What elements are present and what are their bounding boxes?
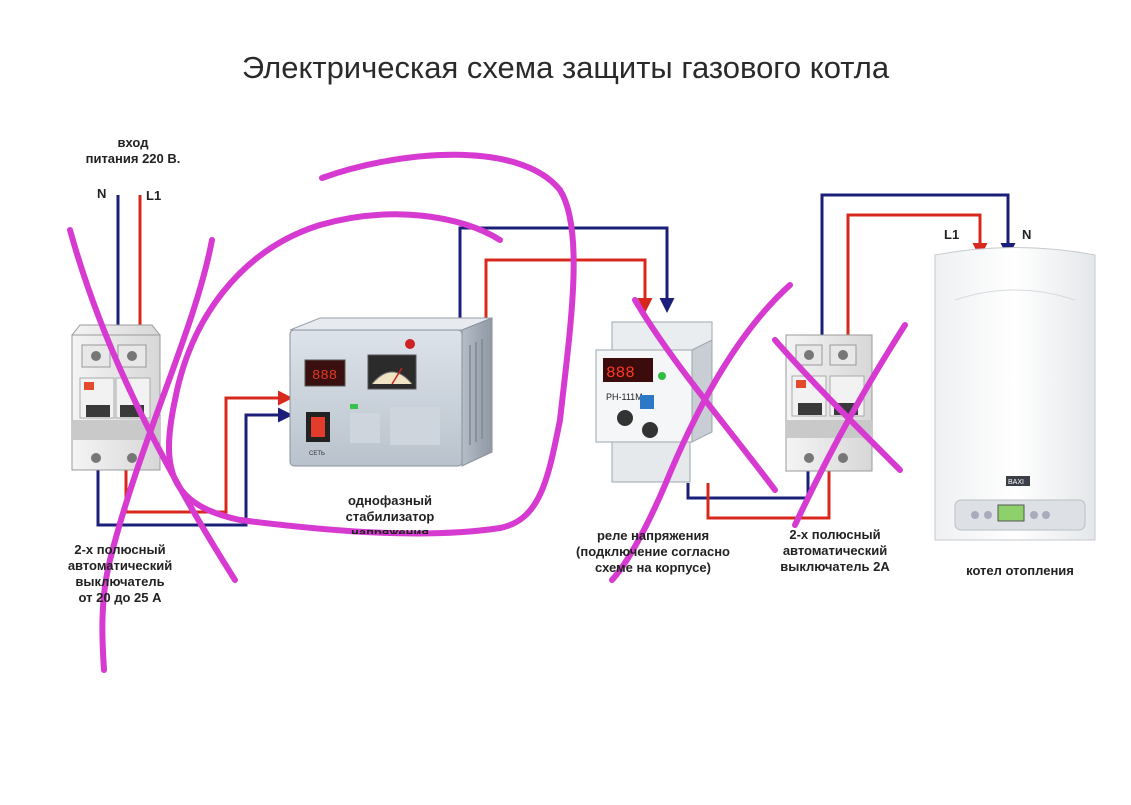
breaker2-to-boiler-neutral xyxy=(820,193,1016,335)
marker-annotations xyxy=(67,151,908,673)
breaker-2a-line1: 2-х полюсный xyxy=(789,527,881,542)
boiler-brand-text: BAXI xyxy=(1008,479,1024,486)
svg-text:888: 888 xyxy=(606,364,635,382)
main-breaker-label: 2-х полюсный автоматический выключатель … xyxy=(40,542,200,606)
stab-to-relay-neutral xyxy=(458,226,675,318)
relay-line2: (подключение согласно xyxy=(576,544,730,559)
breaker2-to-boiler-phase xyxy=(846,213,988,335)
stabilizer-label: однофазный стабилизатор напряжения xyxy=(310,493,470,534)
stabilizer-line3: напряжения xyxy=(351,525,429,534)
input-phase-label: L1 xyxy=(146,188,162,203)
relay-line3: схеме на корпусе) xyxy=(595,560,711,575)
main-breaker-line3: выключатель xyxy=(75,574,165,589)
stabilizer-display xyxy=(304,359,346,387)
stabilizer-switch-label: СЕТЬ xyxy=(309,451,325,457)
stabilizer-line2: стабилизатор xyxy=(345,509,435,524)
boiler-phase-label: L1 xyxy=(944,227,960,242)
strike-breaker2-2 xyxy=(792,322,908,528)
breaker-2a-label: 2-х полюсный автоматический выключатель … xyxy=(760,527,910,575)
input-label: вход питания 220 В. xyxy=(58,135,208,167)
input-label-line1: вход xyxy=(117,135,149,150)
boiler-label: котел отопления xyxy=(966,563,1074,578)
strike-breaker2-1 xyxy=(772,337,903,473)
strike-main-breaker-1 xyxy=(67,227,238,583)
voltage-relay: 888 РН-111М xyxy=(595,321,713,483)
stabilizer-line1: однофазный xyxy=(348,493,432,508)
main-breaker-line1: 2-х полюсный xyxy=(74,542,166,557)
voltage-stabilizer: 888 СЕТЬ xyxy=(289,317,493,467)
circle-stabilizer xyxy=(166,151,577,537)
gas-boiler: BAXI xyxy=(934,247,1096,541)
main-breaker-line2: автоматический xyxy=(67,558,173,573)
relay-to-breaker2-neutral xyxy=(686,447,816,500)
relay-to-breaker2-phase xyxy=(706,447,837,520)
relay-line1: реле напряжения xyxy=(596,528,710,543)
svg-text:888: 888 xyxy=(312,368,337,384)
strike-relay-1 xyxy=(632,297,778,493)
main-breaker-line4: от 20 до 25 А xyxy=(78,590,162,605)
relay-model-text: РН-111М xyxy=(606,392,643,402)
breaker-2a-line3: выключатель 2А xyxy=(780,559,890,574)
input-label-line2: питания 220 В. xyxy=(85,151,181,166)
breaker-2a-line2: автоматический xyxy=(782,543,888,558)
diagram-title: Электрическая схема защиты газового котл… xyxy=(241,50,890,85)
strike-relay-2 xyxy=(609,282,793,583)
input-neutral-label: N xyxy=(97,186,107,201)
stab-to-relay-phase xyxy=(484,258,653,318)
breaker-to-stab-neutral xyxy=(96,407,293,527)
boiler-neutral-label: N xyxy=(1022,227,1032,242)
relay-label: реле напряжения (подключение согласно сх… xyxy=(568,528,738,576)
strike-main-breaker-2 xyxy=(99,237,215,673)
